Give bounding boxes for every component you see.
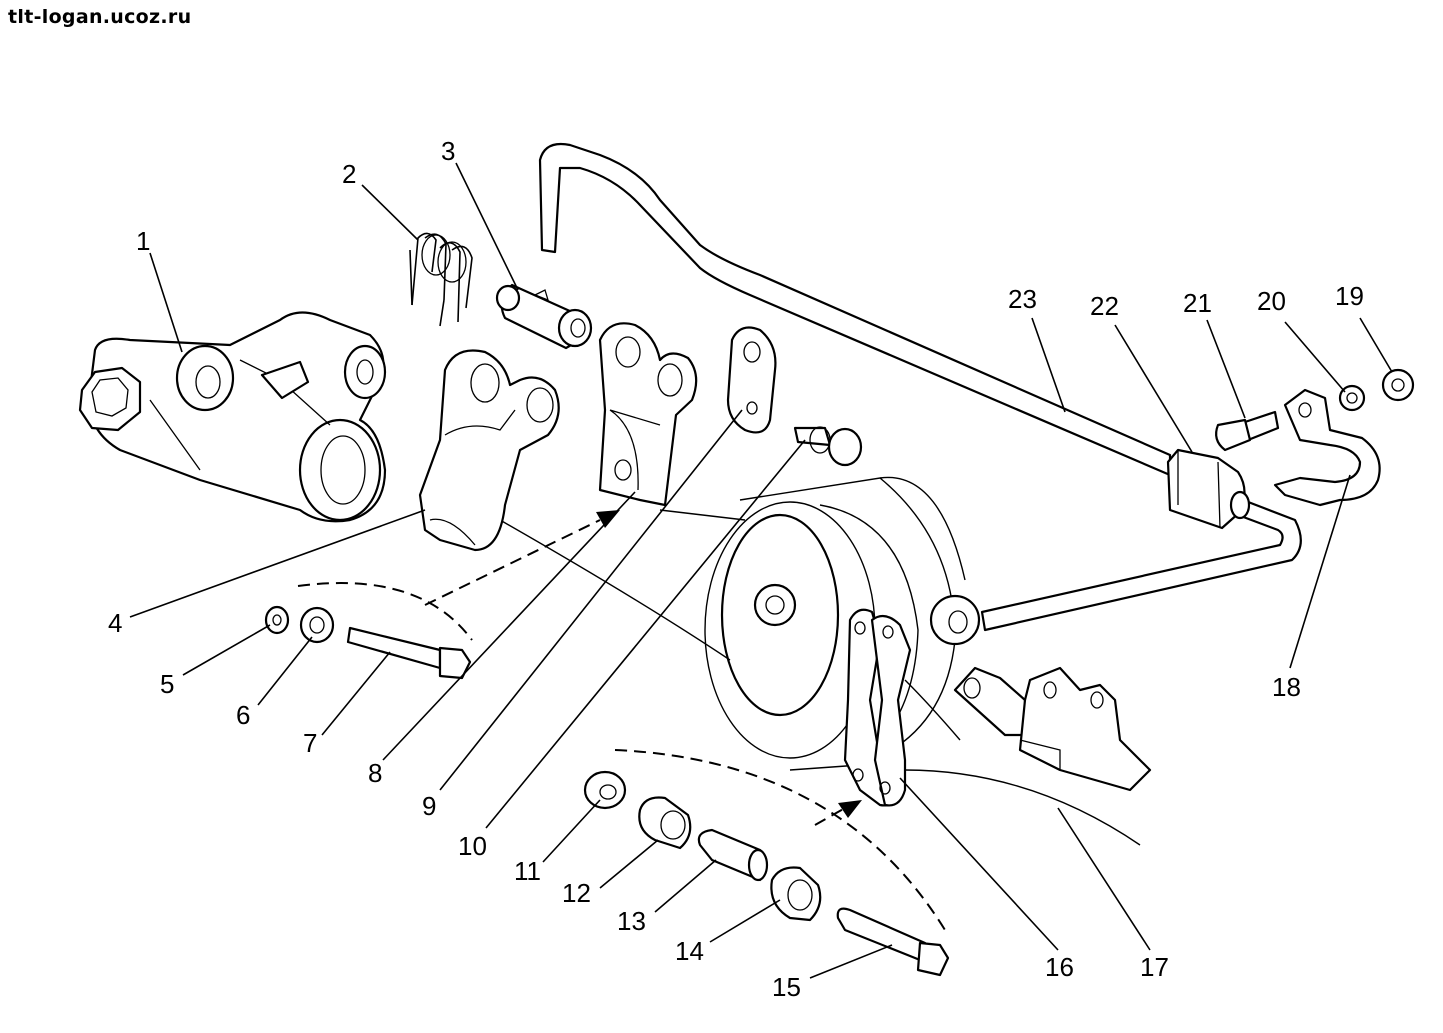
part-23-stabilizer-rod: [538, 142, 1302, 646]
label-3: 3: [441, 136, 455, 166]
part-11-bushing: [583, 770, 627, 810]
label-10: 10: [458, 831, 487, 861]
label-15: 15: [772, 972, 801, 1002]
label-7: 7: [303, 728, 317, 758]
part-12-bushing: [638, 796, 692, 850]
leader-lines: [129, 162, 1393, 979]
part-7-bolt: [346, 626, 472, 680]
label-21: 21: [1183, 288, 1212, 318]
label-13: 13: [617, 906, 646, 936]
assembly-arrows: [297, 510, 946, 931]
part-13-sleeve: [697, 828, 769, 882]
part-9-plate: [598, 322, 698, 507]
label-22: 22: [1090, 291, 1119, 321]
label-8: 8: [368, 758, 382, 788]
label-12: 12: [562, 878, 591, 908]
label-5: 5: [160, 669, 174, 699]
part-10-link: [726, 326, 777, 434]
part-21-bolt: [1215, 410, 1280, 452]
part-18-bracket: [1273, 388, 1381, 507]
part-3-pin: [495, 283, 593, 350]
part-labels: 1 2 3 4 5 6 7 8 9 10 11 12 13 14 15 16 1…: [108, 136, 1364, 1002]
axle-bracket: [953, 666, 1152, 792]
label-9: 9: [422, 791, 436, 821]
label-6: 6: [236, 700, 250, 730]
part-16-link: [843, 608, 912, 807]
label-18: 18: [1272, 672, 1301, 702]
label-1: 1: [136, 226, 150, 256]
label-2: 2: [342, 159, 356, 189]
watermark: tlt-logan.ucoz.ru: [8, 6, 192, 28]
part-6-nut: [299, 606, 335, 644]
part-22-bushing: [1166, 448, 1251, 530]
label-20: 20: [1257, 286, 1286, 316]
part-5-washer: [264, 605, 290, 635]
label-17: 17: [1140, 952, 1169, 982]
rear-axle-drum: [499, 476, 1141, 846]
label-16: 16: [1045, 952, 1074, 982]
part-4-lever: [418, 349, 560, 552]
label-14: 14: [675, 936, 704, 966]
part-19-nut: [1381, 368, 1415, 402]
label-23: 23: [1008, 284, 1037, 314]
part-small-bolt: [793, 426, 863, 467]
part-14-bushing: [770, 866, 822, 922]
label-4: 4: [108, 608, 122, 638]
part-15-bolt: [836, 907, 950, 977]
part-20-washer: [1338, 384, 1366, 412]
part-1-pressure-regulator: [78, 311, 387, 523]
label-11: 11: [514, 856, 541, 886]
part-2-spring: [409, 232, 473, 327]
label-19: 19: [1335, 281, 1364, 311]
